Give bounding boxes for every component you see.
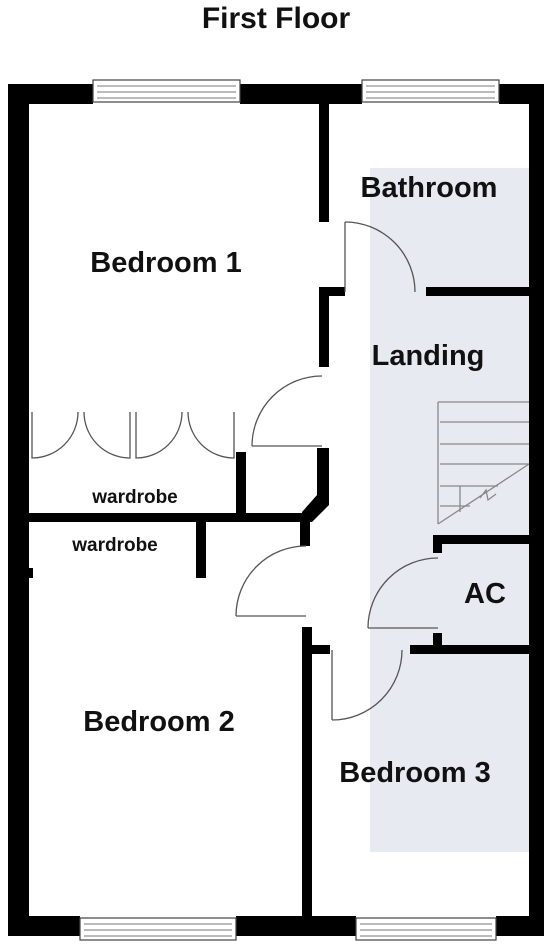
bedroom-2-label: Bedroom 2 bbox=[83, 706, 234, 738]
bathroom-label: Bathroom bbox=[361, 172, 498, 204]
landing-highlight bbox=[370, 168, 530, 852]
staircase bbox=[437, 401, 530, 525]
windows bbox=[79, 79, 500, 941]
bedroom-3-label: Bedroom 3 bbox=[339, 757, 490, 789]
wardrobe-label-lower: wardrobe bbox=[71, 535, 158, 556]
wardrobe-label-upper: wardrobe bbox=[91, 487, 178, 508]
landing-label: Landing bbox=[372, 340, 485, 372]
ac-label: AC bbox=[464, 578, 506, 610]
bedroom-1-label: Bedroom 1 bbox=[90, 247, 241, 279]
interior-walls bbox=[27, 100, 532, 917]
floor-title: First Floor bbox=[201, 2, 351, 35]
doors bbox=[31, 221, 439, 721]
outer-walls bbox=[8, 84, 544, 936]
